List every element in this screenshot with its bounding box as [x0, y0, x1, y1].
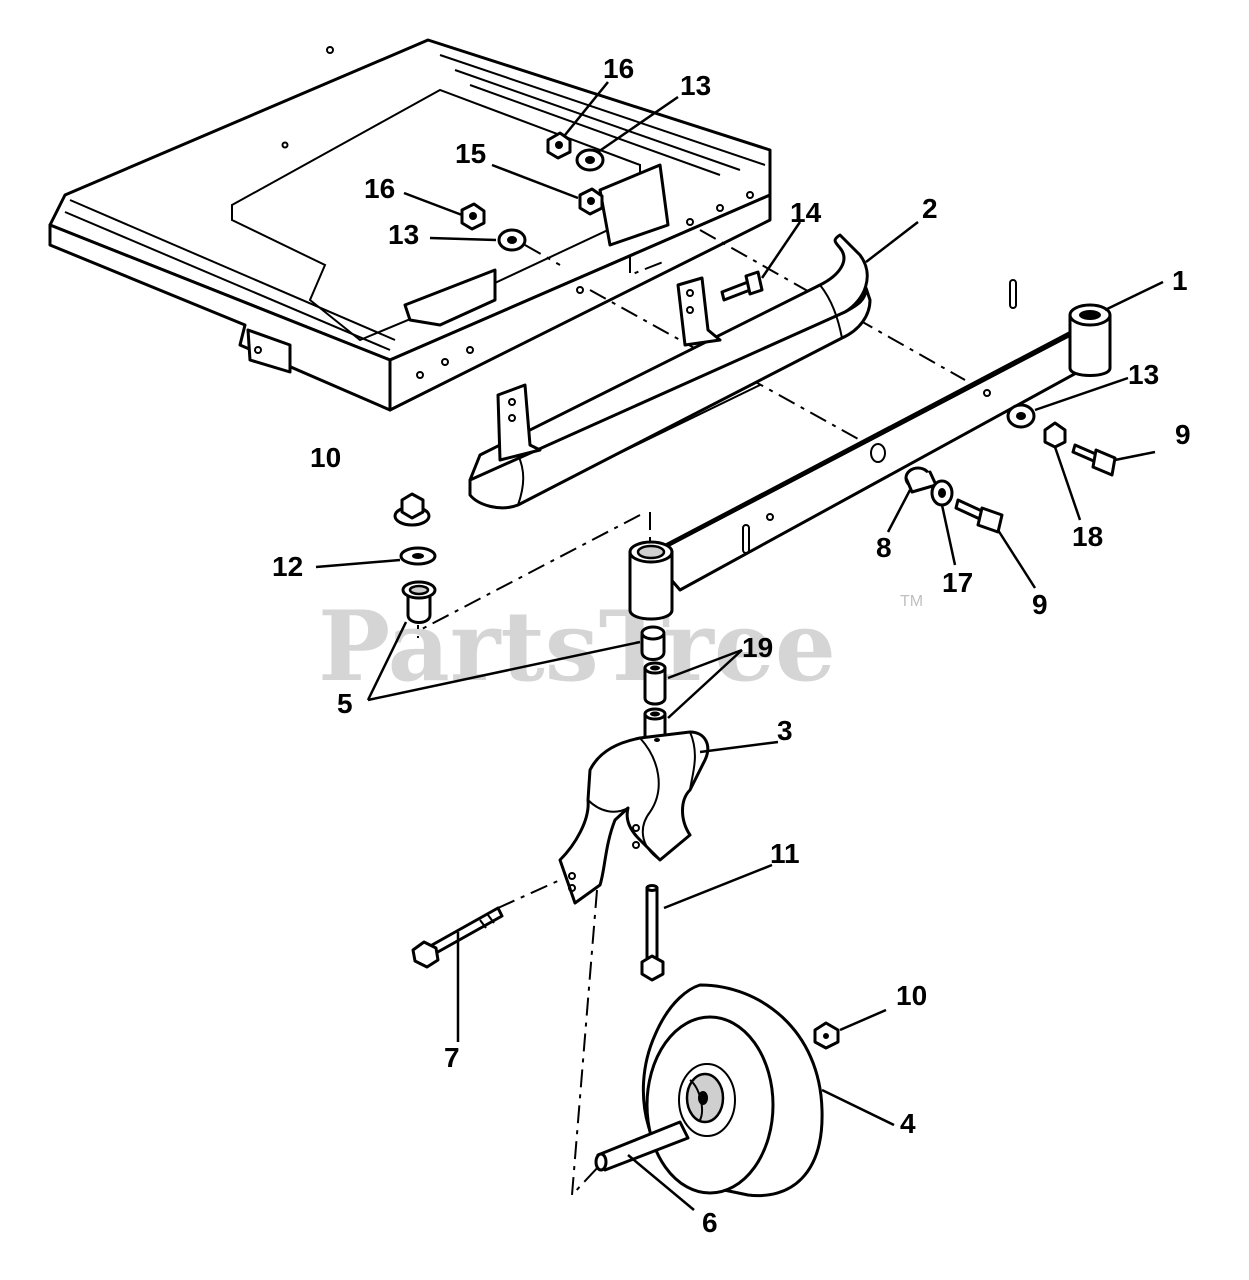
watermark-trademark: TM — [900, 593, 923, 610]
callout-1: 1 — [1172, 265, 1188, 296]
part-10-flange-nut-wheel — [813, 1021, 840, 1050]
callout-18: 18 — [1072, 521, 1103, 552]
part-9-bolt-mid — [954, 498, 1004, 534]
part-17-washer — [930, 479, 954, 507]
part-13-washer-top — [575, 148, 605, 172]
part-2-bumper-tube — [468, 233, 872, 510]
part-8-bushing — [904, 466, 938, 494]
part-18-nut — [1043, 421, 1067, 449]
part-16-nut-top — [546, 131, 572, 160]
callout-4: 4 — [900, 1108, 916, 1139]
callout-10-top: 10 — [310, 442, 341, 473]
callout-9-right: 9 — [1175, 419, 1191, 450]
callout-3: 3 — [777, 715, 793, 746]
part-1-axle-arm — [628, 279, 1112, 621]
part-4-wheel — [641, 983, 824, 1198]
callout-19: 19 — [742, 632, 773, 663]
callout-labels: 16 13 15 16 13 14 2 1 13 9 18 8 17 9 10 … — [272, 53, 1191, 1238]
leader-lines — [315, 81, 1164, 1211]
part-14-bolt — [720, 270, 764, 302]
watermark-text: PartsTree — [318, 590, 836, 703]
callout-7: 7 — [444, 1042, 460, 1073]
callout-15: 15 — [455, 138, 486, 169]
callout-12: 12 — [272, 551, 303, 582]
callout-16-left: 16 — [364, 173, 395, 204]
callout-16-top: 16 — [603, 53, 634, 84]
part-16-nut-left — [460, 202, 486, 231]
part-15-nut — [578, 187, 604, 216]
callout-13-top: 13 — [680, 70, 711, 101]
callout-5: 5 — [337, 688, 353, 719]
callout-14: 14 — [790, 197, 822, 228]
callout-10-wheel: 10 — [896, 980, 927, 1011]
part-13-washer-left — [497, 228, 527, 252]
part-5-bushing-center — [640, 625, 666, 661]
mower-frame — [48, 38, 772, 412]
callout-9-mid: 9 — [1032, 589, 1048, 620]
part-19-spacer-upper — [643, 661, 667, 706]
part-3-caster-fork — [558, 730, 710, 905]
part-7-long-bolt — [411, 906, 504, 969]
part-5-bushing-left — [401, 580, 437, 624]
callout-2: 2 — [922, 193, 938, 224]
callout-13-right: 13 — [1128, 359, 1159, 390]
callout-6: 6 — [702, 1207, 718, 1238]
part-11-pin — [640, 884, 665, 982]
callout-8: 8 — [876, 532, 892, 563]
part-6-axle-shaft — [594, 1120, 690, 1172]
callout-17: 17 — [942, 567, 973, 598]
part-12-washer — [399, 546, 437, 566]
callout-11: 11 — [770, 838, 800, 869]
callout-13-left: 13 — [388, 219, 419, 250]
part-13-washer-right — [1006, 403, 1036, 429]
part-10-flange-nut-top — [393, 492, 431, 527]
part-9-bolt-right — [1071, 443, 1117, 477]
